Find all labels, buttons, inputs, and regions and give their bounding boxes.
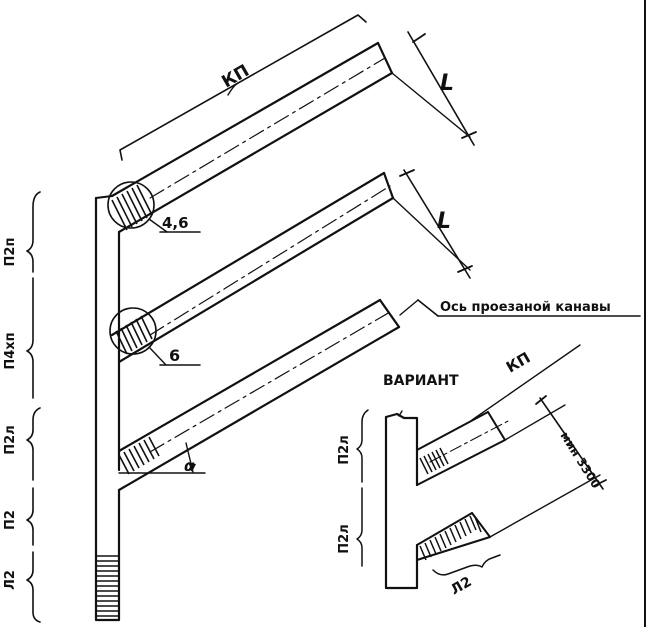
callout-circle-middle bbox=[109, 307, 157, 355]
branch-top bbox=[107, 41, 394, 234]
l-upper-label: L bbox=[440, 71, 454, 96]
callout-leader-top bbox=[148, 218, 168, 233]
branch-middle bbox=[109, 171, 395, 366]
variant-drawing bbox=[356, 344, 607, 590]
left-label-p2: П2 bbox=[3, 510, 18, 530]
callout-46-label: 4,6 bbox=[162, 214, 189, 232]
branch-bottom bbox=[117, 298, 401, 492]
variant-label-p2l-bottom: П2л bbox=[337, 524, 352, 553]
main-vertical-strut bbox=[94, 195, 121, 622]
variant-min-dim-line bbox=[539, 397, 604, 490]
ditch-axis-leader bbox=[399, 299, 641, 317]
branch-bottom-centerline bbox=[149, 311, 391, 453]
branch-top-centerline bbox=[149, 57, 386, 199]
l-lower-label: L bbox=[437, 209, 451, 234]
ditch-axis-label: Ось проезаной канавы bbox=[440, 300, 611, 315]
left-label-l2: Л2 bbox=[3, 570, 18, 590]
callout-6-label: 6 bbox=[169, 346, 180, 365]
left-label-p2p: П2п bbox=[3, 238, 18, 267]
l-dimensions bbox=[391, 31, 477, 279]
kp-dimension bbox=[119, 14, 367, 161]
variant-kp-line bbox=[471, 344, 581, 421]
l-dim-line-lower bbox=[403, 169, 471, 279]
variant-upper-hatch bbox=[419, 447, 449, 475]
variant-title: ВАРИАНТ bbox=[383, 373, 459, 389]
bottom-hatch bbox=[96, 555, 119, 617]
variant-min-label: мин 3300 bbox=[557, 429, 603, 491]
kp-main-label: КП bbox=[219, 61, 253, 92]
left-label-p2l: П2л bbox=[3, 425, 18, 454]
alpha-label: α bbox=[184, 457, 195, 475]
left-label-p4xp: П4хп bbox=[3, 332, 18, 369]
angle-arrow bbox=[188, 462, 196, 472]
l-dim-line-upper bbox=[407, 31, 475, 146]
callout-leader-middle bbox=[148, 346, 167, 366]
left-braces bbox=[26, 191, 41, 623]
branch-top-hatch bbox=[111, 184, 153, 231]
callout-circle-top bbox=[107, 181, 155, 229]
branch-middle-hatch bbox=[115, 315, 153, 355]
variant-lower-hatch bbox=[419, 515, 482, 561]
variant-kp-label: КП bbox=[503, 348, 534, 376]
branch-bottom-hatch bbox=[118, 436, 160, 475]
variant-label-p2l-top: П2л bbox=[337, 435, 352, 464]
branch-middle-centerline bbox=[149, 185, 391, 336]
variant-l2-label: Л2 bbox=[448, 574, 475, 599]
